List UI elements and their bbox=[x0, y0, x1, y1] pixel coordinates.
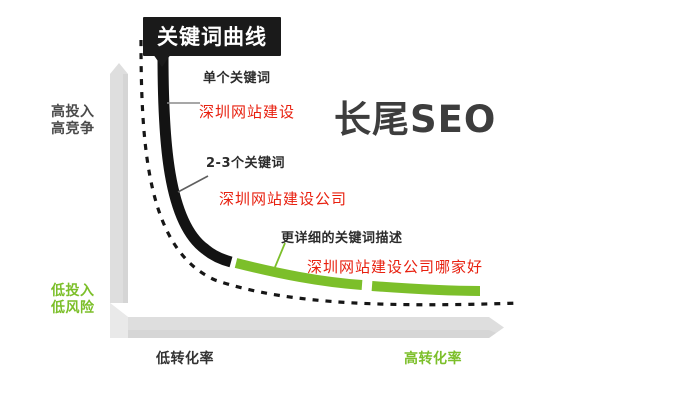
y-axis-top-label-line2: 高竞争 bbox=[51, 121, 95, 138]
callout-label-2: 2-3个关键词 bbox=[206, 156, 285, 171]
chart-title-bubble-tail bbox=[153, 54, 171, 67]
curve-green-segment-2 bbox=[371, 281, 481, 296]
y-axis-bottom-label-line1: 低投入 bbox=[51, 283, 95, 299]
x-axis-right-label: 高转化率 bbox=[404, 351, 462, 367]
leader-line-callout-3 bbox=[272, 242, 286, 273]
y-axis-bottom-label-line2: 低风险 bbox=[51, 300, 95, 317]
y-axis-top-label: 高投入 高竞争 bbox=[51, 104, 95, 138]
callout-keyword-1: 深圳网站建设 bbox=[199, 103, 296, 121]
x-axis-left-label: 低转化率 bbox=[156, 351, 214, 367]
dashed-reference-curve bbox=[139, 39, 521, 307]
brand-heading: 长尾SEO bbox=[334, 98, 497, 141]
y-axis-top-label-line1: 高投入 bbox=[51, 104, 95, 120]
callout-keyword-2: 深圳网站建设公司 bbox=[219, 190, 348, 208]
y-axis-bottom-label: 低投入 低风险 bbox=[51, 283, 95, 317]
callout-label-3: 更详细的关键词描述 bbox=[281, 231, 403, 246]
chart-title-bubble: 关键词曲线 bbox=[143, 17, 281, 56]
x-axis bbox=[110, 303, 504, 338]
curve-black-segment bbox=[157, 54, 233, 268]
curve-green-segment-1 bbox=[234, 258, 363, 290]
y-axis bbox=[110, 63, 128, 303]
callout-label-1: 单个关键词 bbox=[203, 71, 271, 86]
callout-keyword-3: 深圳网站建设公司哪家好 bbox=[307, 258, 484, 276]
leader-line-callout-2 bbox=[177, 175, 209, 193]
chart-title-text: 关键词曲线 bbox=[157, 25, 267, 49]
